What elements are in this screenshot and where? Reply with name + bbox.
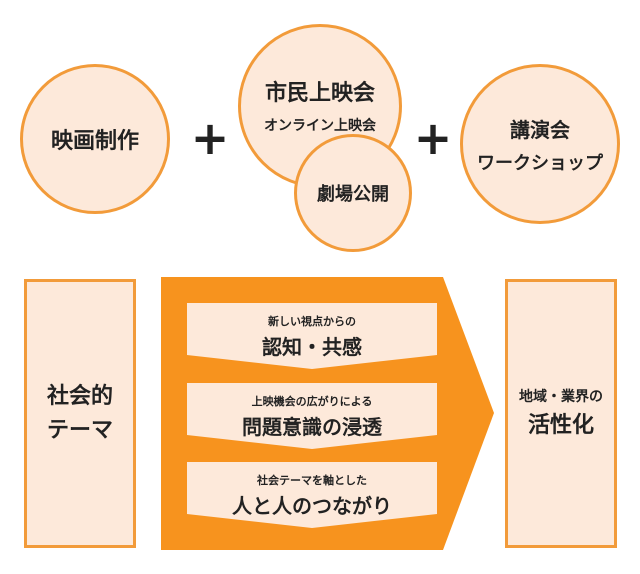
circle-theater-release-label: 劇場公開 bbox=[317, 184, 389, 205]
box-social-theme-line2: テーマ bbox=[46, 417, 113, 443]
circle-lecture-workshop-title: 講演会 bbox=[510, 117, 570, 142]
circle-theater-release: 劇場公開 bbox=[294, 134, 412, 252]
step-penetration: 上映機会の広がりによる 問題意識の浸透 bbox=[187, 383, 437, 449]
step-awareness-caption: 新しい視点からの bbox=[268, 315, 356, 328]
circle-film-production-label: 映画制作 bbox=[50, 129, 139, 154]
step-connection-shape bbox=[187, 462, 437, 528]
circle-lecture-workshop-subtitle: ワークショップ bbox=[477, 152, 603, 174]
circle-citizen-screening-subtitle: オンライン上映会 bbox=[264, 118, 376, 134]
plus-sign-2: + bbox=[413, 111, 453, 165]
step-awareness-shape bbox=[187, 303, 437, 369]
plus-sign-1: + bbox=[190, 111, 230, 165]
box-social-theme: 社会的 テーマ bbox=[24, 279, 136, 548]
step-penetration-shape bbox=[187, 383, 437, 449]
step-penetration-title: 問題意識の浸透 bbox=[242, 415, 382, 439]
step-awareness: 新しい視点からの 認知・共感 bbox=[187, 303, 437, 369]
box-regional-revitalization-line1: 地域・業界の bbox=[519, 388, 603, 405]
box-regional-revitalization-line2: 活性化 bbox=[527, 412, 594, 438]
box-regional-revitalization: 地域・業界の 活性化 bbox=[505, 279, 617, 548]
step-connection-caption: 社会テーマを軸とした bbox=[257, 474, 367, 487]
step-awareness-title: 認知・共感 bbox=[262, 335, 362, 359]
box-social-theme-line1: 社会的 bbox=[46, 383, 113, 409]
circle-lecture-workshop: 講演会 ワークショップ bbox=[460, 64, 620, 224]
step-connection-title: 人と人のつながり bbox=[232, 494, 392, 518]
step-penetration-caption: 上映機会の広がりによる bbox=[251, 395, 373, 408]
circle-citizen-screening-title: 市民上映会 bbox=[264, 81, 375, 106]
step-connection: 社会テーマを軸とした 人と人のつながり bbox=[187, 462, 437, 528]
circle-film-production: 映画制作 bbox=[20, 64, 170, 214]
